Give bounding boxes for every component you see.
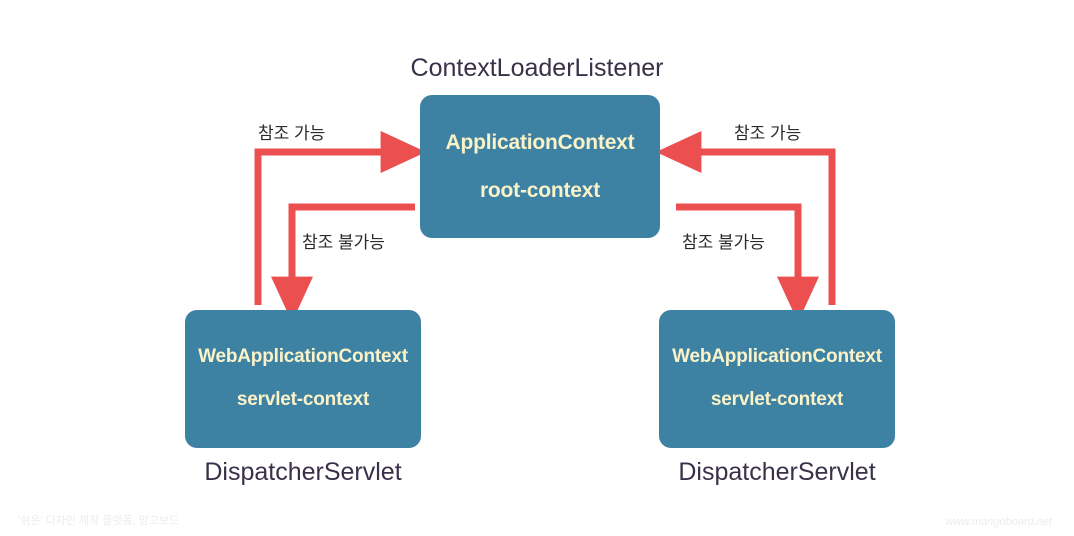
box-root-context-line1: ApplicationContext <box>445 131 635 155</box>
arrow-label-left-denied: 참조 불가능 <box>302 233 385 252</box>
box-servlet-context-right-line1: WebApplicationContext <box>672 346 882 368</box>
caption-dispatcher-servlet-right: DispatcherServlet <box>678 458 876 486</box>
box-servlet-context-left-line2: servlet-context <box>236 389 370 410</box>
box-root-context[interactable]: ApplicationContext root-context <box>420 95 660 238</box>
caption-dispatcher-servlet-left: DispatcherServlet <box>204 458 402 486</box>
caption-context-loader-listener: ContextLoaderListener <box>410 54 664 82</box>
arrow-label-left-allowed: 참조 가능 <box>258 124 326 143</box>
box-servlet-context-right[interactable]: WebApplicationContext servlet-context <box>659 310 895 448</box>
box-servlet-context-left[interactable]: WebApplicationContext servlet-context <box>185 310 421 448</box>
box-servlet-context-right-line2: servlet-context <box>710 389 844 410</box>
box-root-context-line2: root-context <box>479 178 601 202</box>
watermark-right: www.mangoboard.net <box>945 516 1052 528</box>
arrow-label-right-denied: 참조 불가능 <box>682 233 765 252</box>
watermark-left: '쉬운' 디자인 제작 플랫폼, 망고보드 <box>18 515 180 527</box>
arrow-label-right-allowed: 참조 가능 <box>734 124 802 143</box>
box-servlet-context-left-line1: WebApplicationContext <box>198 346 408 368</box>
